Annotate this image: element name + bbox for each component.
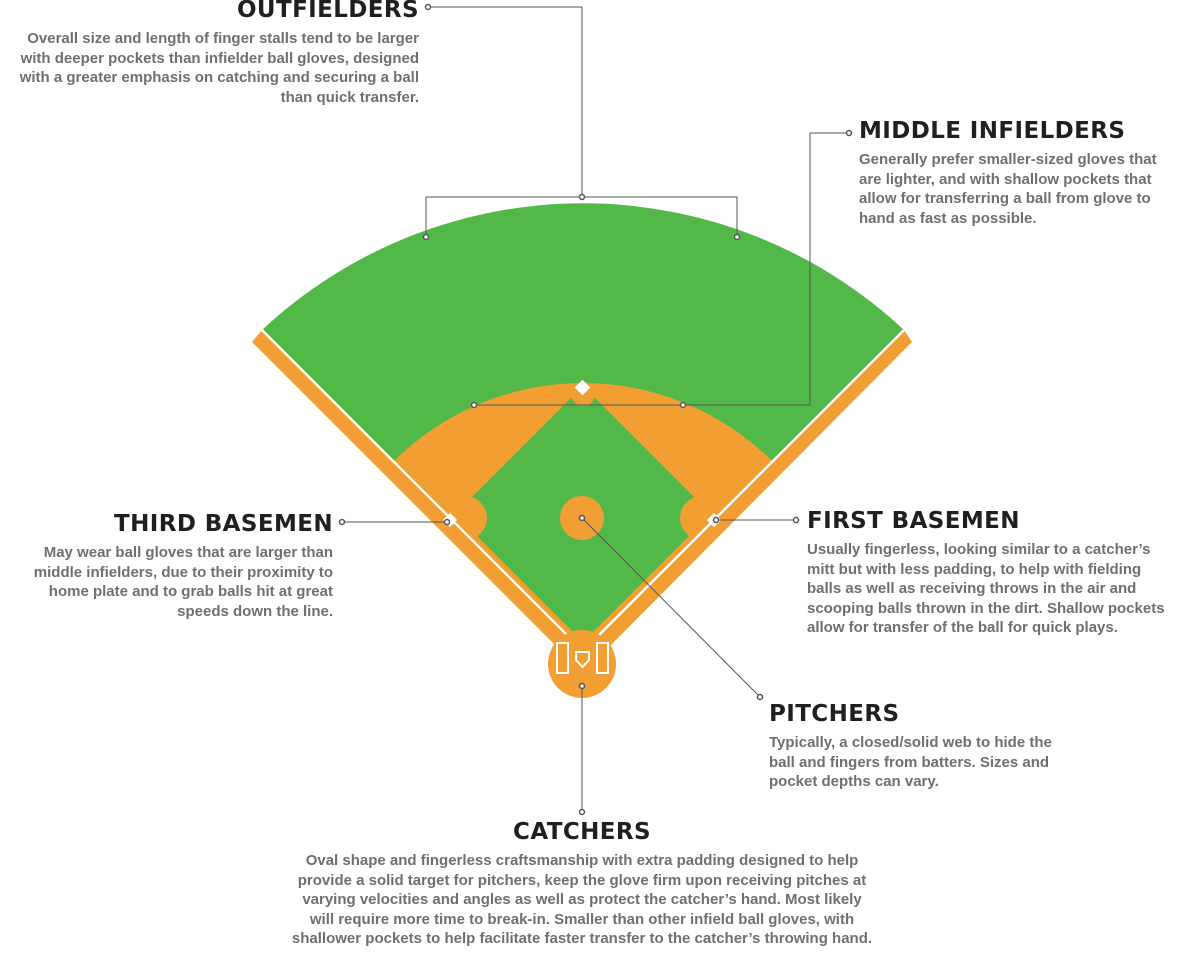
third-base-cutout [443, 496, 487, 540]
second-baseman-dot [679, 401, 687, 409]
first-basemen-title: FIRST BASEMEN [807, 508, 1020, 534]
first-base-cutout [680, 496, 724, 540]
third-basemen-description: May wear ball gloves that are larger tha… [33, 544, 333, 620]
third-base-foul-line-strip [252, 330, 583, 663]
pitchers-title-dot [756, 693, 764, 701]
third-basemen-callout: THIRD BASEMEN May wear ball gloves that … [10, 510, 333, 621]
first-basemen-callout: FIRST BASEMEN Usually fingerless, lookin… [807, 507, 1179, 638]
outfielders-title: OUTFIELDERS [236, 0, 419, 23]
pitchers-callout: PITCHERS Typically, a closed/solid web t… [769, 700, 1077, 792]
home-plate [575, 651, 590, 669]
first-base-foul-line-strip [583, 330, 912, 663]
right-fielder-dot [733, 233, 741, 241]
catchers-callout: CATCHERS Oval shape and fingerless craft… [290, 818, 874, 949]
outfielders-callout: OUTFIELDERS Overall size and length of f… [0, 0, 419, 107]
outfielders-bracket-dot [578, 193, 586, 201]
pitchers-leader-line [581, 517, 761, 698]
left-batters-box [556, 642, 569, 674]
left-fielder-dot [422, 233, 430, 241]
middle-infielders-callout: MIDDLE INFIELDERS Generally prefer small… [859, 117, 1177, 228]
catchers-title: CATCHERS [513, 819, 651, 845]
pitchers-mound-dot [578, 514, 586, 522]
first-basemen-description: Usually fingerless, looking similar to a… [807, 541, 1165, 636]
third-base-foul-line [261, 329, 579, 647]
outfielders-title-dot [424, 3, 432, 11]
first-base-dot [712, 516, 720, 524]
third-basemen-title-dot [338, 518, 346, 526]
third-basemen-title: THIRD BASEMEN [114, 511, 333, 537]
outfielders-description: Overall size and length of finger stalls… [19, 30, 419, 106]
catcher-dot [578, 682, 586, 690]
first-basemen-title-dot [792, 516, 800, 524]
middle-infielders-title-dot [845, 129, 853, 137]
middle-infielders-description: Generally prefer smaller-sized gloves th… [859, 151, 1157, 227]
shortstop-dot [470, 401, 478, 409]
first-base-foul-line [587, 329, 905, 647]
middle-infielders-title: MIDDLE INFIELDERS [859, 118, 1126, 144]
third-base-dot [443, 518, 451, 526]
outfielders-leader-line [428, 6, 583, 197]
right-batters-box [596, 642, 609, 674]
catchers-description: Oval shape and fingerless craftsmanship … [291, 852, 873, 947]
home-plate-circle [548, 630, 616, 698]
middle-infielders-leader-line [474, 132, 849, 406]
catchers-title-dot [578, 808, 586, 816]
pitchers-title: PITCHERS [769, 701, 900, 727]
pitchers-description: Typically, a closed/solid web to hide th… [769, 734, 1052, 790]
